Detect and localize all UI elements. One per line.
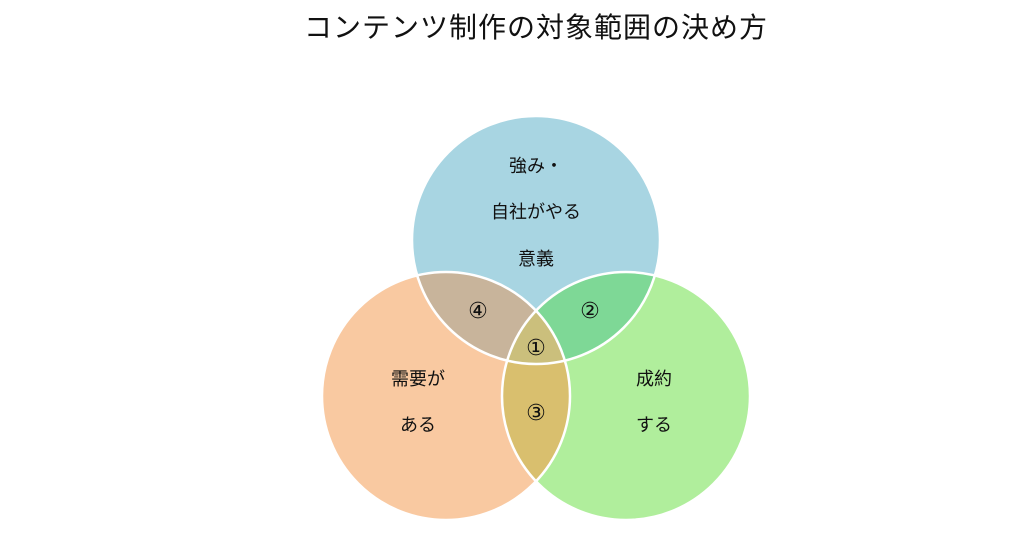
top-circle-label-line3: 意義 [518,249,554,270]
overlap-top-right [502,272,660,364]
left-circle-label-line1: 需要が [391,369,445,390]
right-circle-label-line1: 成約 [636,369,672,390]
region-center-number: ① [526,336,546,361]
right-circle-label-line2: する [636,415,672,436]
region-left-right-number: ③ [526,401,546,426]
overlap-top-left [412,272,570,364]
left-circle-label-line2: ある [400,415,436,436]
region-top-right-number: ② [580,299,600,324]
top-circle-label-line1: 強み・ [509,156,563,177]
top-circle-label-line2: 自社がやる [491,202,581,223]
diagram-title: コンテンツ制作の対象範囲の決め方 [303,11,768,44]
region-top-left-number: ④ [468,299,488,324]
